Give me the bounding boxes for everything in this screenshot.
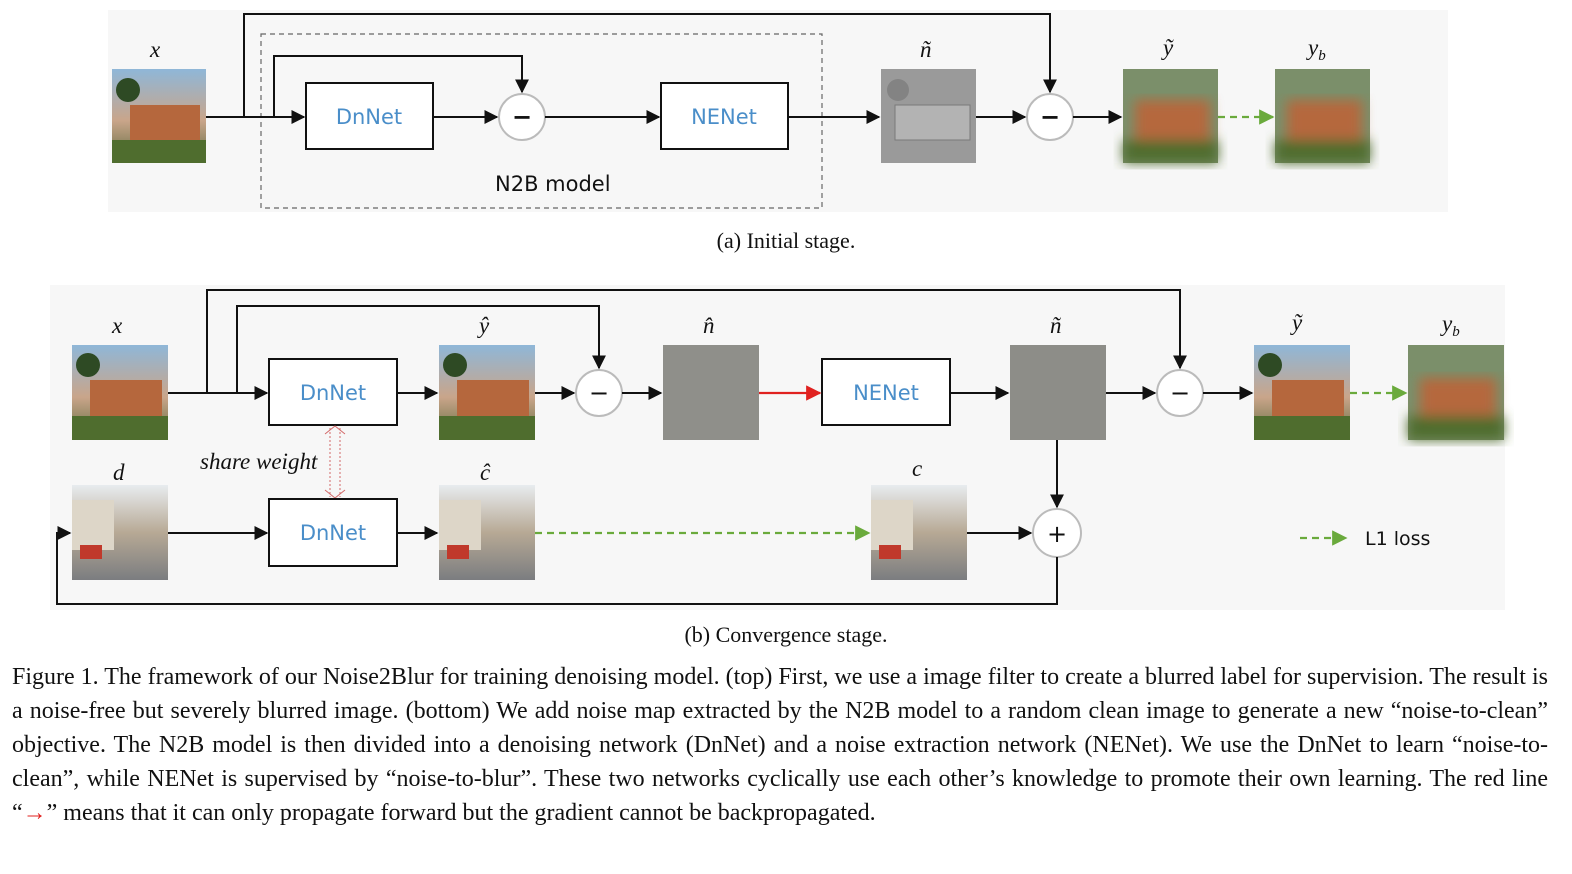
minus-symbol-bottom-2: − xyxy=(1170,379,1190,407)
subcaption-b: (b) Convergence stage. xyxy=(684,622,888,647)
n2b-model-box xyxy=(260,33,823,209)
framework-diagram: x N2B model DnNet − NENet ñ − ỹ xyxy=(56,13,1504,605)
share-weight-label: share weight xyxy=(200,449,318,474)
legend-l1-loss-label: L1 loss xyxy=(1365,528,1430,550)
nenet-label-bottom: NENet xyxy=(853,381,919,405)
label-c-hat-bottom: ĉ xyxy=(480,460,491,485)
image-c-bottom xyxy=(871,485,967,580)
figure-caption-text-1: Figure 1. The framework of our Noise2Blu… xyxy=(12,664,1548,826)
nenet-box-top xyxy=(660,82,789,150)
subcaption-a: (a) Initial stage. xyxy=(716,228,856,253)
bottom-diagram: x DnNet ŷ − n̂ NENet ñ − xyxy=(56,289,1504,605)
dnnet-box-top xyxy=(305,82,434,150)
label-y-hat-bottom: ŷ xyxy=(477,313,490,338)
minus-symbol-bottom-1: − xyxy=(589,379,609,407)
label-y-tilde-bottom: ỹ xyxy=(1290,310,1303,335)
image-n-tilde-bottom xyxy=(1010,345,1106,440)
label-x-top: x xyxy=(149,37,161,62)
image-y-b-bottom xyxy=(1408,345,1504,440)
label-x-bottom: x xyxy=(111,313,123,338)
dnnet-label-bottom-bottom: DnNet xyxy=(300,521,366,545)
n2b-model-label: N2B model xyxy=(495,172,611,196)
label-n-tilde-top: ñ xyxy=(920,37,932,62)
nenet-label-top: NENet xyxy=(691,105,757,129)
share-weight-arrowhead-down xyxy=(324,489,346,499)
image-c-hat-bottom xyxy=(439,485,535,580)
arrow-skip-to-minus-bottom xyxy=(236,305,606,393)
label-y-b-top: yb xyxy=(1306,35,1326,64)
plus-symbol-bottom: + xyxy=(1047,520,1067,548)
image-n-hat-bottom xyxy=(663,345,759,440)
image-y-hat-bottom xyxy=(439,345,535,440)
figure-caption-text-2: ” means that it can only propagate forwa… xyxy=(46,800,876,826)
image-d-bottom xyxy=(72,485,168,580)
figure-caption: Figure 1. The framework of our Noise2Blu… xyxy=(12,660,1548,830)
nenet-box-bottom xyxy=(821,358,951,426)
share-weight-arrowhead-up xyxy=(324,425,346,435)
label-y-tilde-top: ỹ xyxy=(1161,35,1174,60)
image-y-b-top xyxy=(1275,69,1370,163)
arrow-x-to-final-minus-bottom xyxy=(206,289,1187,393)
image-y-tilde-top xyxy=(1123,69,1218,163)
label-n-tilde-bottom: ñ xyxy=(1050,313,1062,338)
dnnet-box-bottom-bottom xyxy=(268,498,398,567)
dnnet-label-bottom-top: DnNet xyxy=(300,381,366,405)
arrow-x-to-final-minus-top xyxy=(243,13,1057,117)
image-x-top xyxy=(112,69,206,163)
figure-caption-red-arrow: → xyxy=(22,800,47,826)
minus-symbol-top-2: − xyxy=(1040,103,1060,131)
label-d-bottom: d xyxy=(113,460,125,485)
image-n-tilde-top xyxy=(881,69,976,163)
image-y-tilde-bottom xyxy=(1254,345,1350,440)
top-diagram: x N2B model DnNet − NENet ñ − ỹ xyxy=(112,13,1370,209)
dnnet-label-top: DnNet xyxy=(336,105,402,129)
label-c-bottom: c xyxy=(912,456,922,481)
arrow-skip-to-minus-top xyxy=(273,55,529,117)
arrow-plus-loop-to-d xyxy=(56,526,1058,605)
dnnet-box-bottom-top xyxy=(268,358,398,426)
label-y-b-bottom: yb xyxy=(1440,311,1460,340)
minus-symbol-top-1: − xyxy=(512,103,532,131)
image-x-bottom xyxy=(72,345,168,440)
label-n-hat-bottom: n̂ xyxy=(703,313,715,338)
